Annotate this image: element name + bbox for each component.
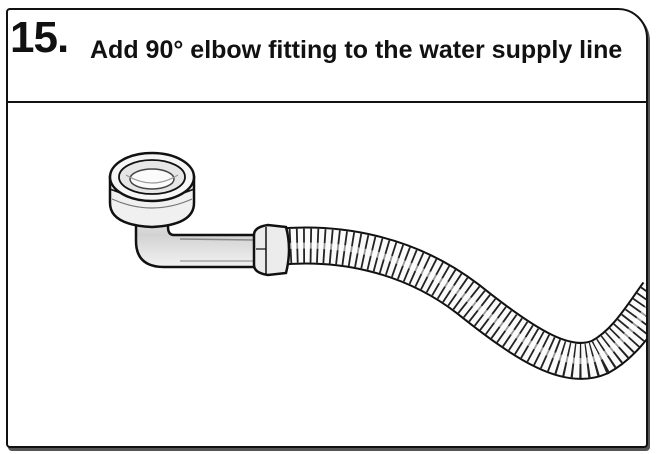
water-supply-hose-with-elbow-fitting-icon <box>108 151 646 380</box>
threaded-coupling <box>108 151 196 229</box>
step-title: Add 90° elbow fitting to the water suppl… <box>90 36 623 64</box>
corrugated-hose <box>274 226 646 380</box>
step-header: 15. Add 90° elbow fitting to the water s… <box>8 10 646 103</box>
hex-nut <box>252 223 291 277</box>
instruction-card: 15. Add 90° elbow fitting to the water s… <box>6 8 648 448</box>
step-number: 15. <box>10 13 69 62</box>
